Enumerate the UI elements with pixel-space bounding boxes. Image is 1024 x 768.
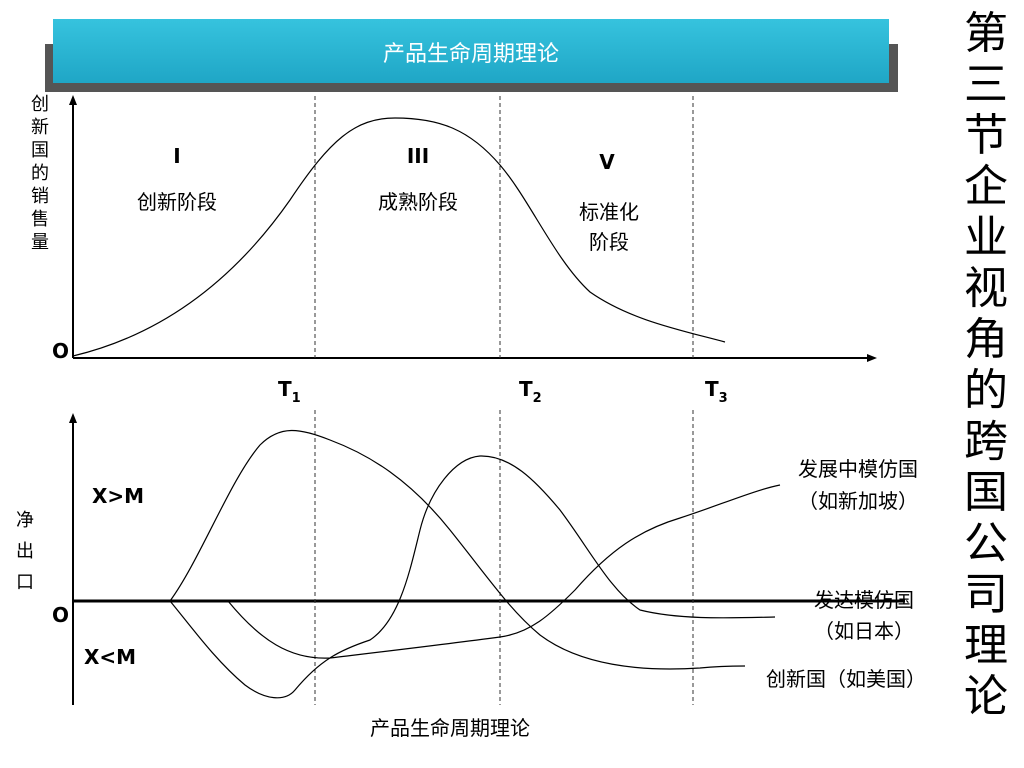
banner-title: 产品生命周期理论 <box>382 42 559 67</box>
developed-curve-label: 发达模仿国 <box>814 588 914 612</box>
tick-t3: T3 <box>705 377 728 406</box>
region-below-label: X<M <box>84 645 136 669</box>
developing-curve-label: （如新加坡） <box>798 489 918 513</box>
stage-name: 阶段 <box>589 230 629 254</box>
stage-numeral: V <box>599 150 615 174</box>
top-origin-label: O <box>52 339 69 363</box>
y-label-char: 净 <box>16 510 34 531</box>
developing-imitator-curve <box>227 484 781 659</box>
bottom-origin-label: O <box>52 603 69 627</box>
region-above-label: X>M <box>92 484 144 508</box>
stage-name: 标准化 <box>579 200 639 224</box>
developed-curve-label: （如日本） <box>814 619 914 643</box>
developed-imitator-curve <box>169 455 776 699</box>
innovator-curve-label: 创新国（如美国） <box>766 667 926 691</box>
innovator-sales-curve <box>72 117 726 357</box>
y-label-char: 新 <box>31 117 49 138</box>
developing-curve-label: 发展中模仿国 <box>798 457 918 481</box>
title-banner: 产品生命周期理论 <box>53 19 889 83</box>
stage-numeral: III <box>407 144 429 168</box>
y-label-char: 销 <box>31 186 49 207</box>
innovator-net-export-curve <box>169 429 746 670</box>
y-label-char: 国 <box>31 140 49 161</box>
bottom-caption: 产品生命周期理论 <box>370 716 530 740</box>
stage-numeral: I <box>173 144 180 168</box>
tick-t2: T2 <box>519 377 542 406</box>
y-label-char: 售 <box>31 209 49 230</box>
y-label-char: 创 <box>31 94 49 115</box>
side-title: 第三节 企业视角的跨国公司理论 <box>964 8 1008 722</box>
stage-name: 创新阶段 <box>137 190 217 214</box>
tick-t1: T1 <box>278 377 301 406</box>
y-label-char: 的 <box>31 163 49 184</box>
y-label-char: 口 <box>16 572 34 593</box>
stage-name: 成熟阶段 <box>378 190 458 214</box>
y-label-char: 出 <box>16 541 34 562</box>
y-label-char: 量 <box>31 232 49 253</box>
